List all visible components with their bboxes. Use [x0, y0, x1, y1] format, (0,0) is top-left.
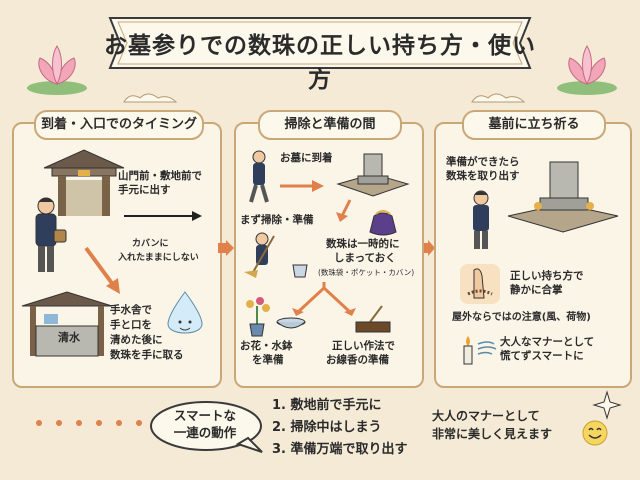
panel-arrow-1-icon	[218, 240, 234, 256]
panel-arrival: 到着・入口でのタイミング	[12, 110, 222, 388]
arrow-to-grave-icon	[280, 180, 324, 192]
lotus-right-icon	[557, 45, 617, 95]
closing-line2: 非常に美しく見えます	[432, 427, 553, 441]
sparkle-icon	[592, 390, 622, 420]
manner-caption-line1: 大人なマナーとして	[500, 336, 595, 348]
temizu-caption-line4: 数珠を手に取る	[110, 349, 184, 361]
praying-person-icon	[473, 190, 489, 249]
temizuya-icon	[21, 291, 113, 357]
clean-caption: まず掃除・準備	[240, 214, 314, 226]
gate-caption-line1: 山門前・敷地前で	[118, 170, 202, 182]
hold-caption-line2: 静かに合掌	[510, 284, 563, 296]
summary-bubble-line2: 一連の動作	[173, 425, 237, 440]
hands-with-beads-icon	[460, 264, 500, 304]
wind-icon	[477, 341, 497, 355]
incense-caption-line2: お線香の準備	[326, 354, 389, 366]
title-banner	[108, 17, 532, 69]
panel-arrival-header: 到着・入口でのタイミング	[34, 110, 204, 140]
split-arrows-icon	[292, 282, 356, 316]
summary-bubble-line1: スマートな	[173, 408, 237, 423]
cloud-left-icon	[123, 93, 178, 103]
summary-step-1: 1. 敷地前で手元に	[272, 398, 382, 413]
panel-arrow-2-icon	[421, 240, 435, 256]
speech-bubble	[150, 401, 263, 453]
flowers-caption-line1: お花・水鉢	[240, 340, 293, 352]
temple-gate-icon	[43, 149, 125, 216]
person-with-bag-icon	[35, 197, 67, 272]
water-drop-character-icon	[167, 291, 203, 334]
hold-caption-line1: 正しい持ち方で	[510, 270, 584, 282]
water-bowl-icon	[276, 317, 306, 329]
store-caption-line2: しまっておく	[334, 252, 396, 264]
closing-line1: 大人のマナーとして	[432, 409, 540, 423]
diagonal-arrow-icon	[84, 246, 120, 294]
temizu-caption-line2: 手と口を	[110, 319, 152, 331]
page-title: お墓参りでの数珠の正しい持ち方・使い方	[104, 33, 536, 93]
store-caption-line3: (数珠袋・ポケット・カバン)	[318, 268, 415, 277]
flowers-caption-line2: を準備	[252, 354, 284, 366]
store-caption-line1: 数珠は一時的に	[326, 238, 400, 250]
walking-person-icon	[249, 150, 269, 203]
incense-icon	[355, 305, 391, 333]
prayer-beads-pouch-icon	[369, 210, 397, 236]
arrive-caption: お墓に到着	[280, 152, 333, 164]
flowers-icon	[246, 297, 270, 337]
cloud-right-icon	[471, 93, 526, 103]
outdoor-caption: 屋外ならではの注意(風、荷物)	[452, 312, 591, 323]
summary-step-2: 2. 掃除中はしまう	[272, 420, 382, 435]
panel-prayer-header: 墓前に立ち祈る	[462, 110, 606, 140]
gate-caption-line2: 手元に出す	[118, 184, 171, 196]
grave-icon	[336, 153, 410, 197]
sweeping-person-icon	[244, 232, 275, 278]
lotus-left-icon	[27, 45, 87, 95]
bag-caption-line2: 入れたままにしない	[118, 253, 199, 263]
summary-step-3: 3. 準備万端で取り出す	[272, 442, 408, 457]
panel-cleaning-header: 掃除と準備の間	[258, 110, 402, 140]
incense-caption-line1: 正しい作法で	[332, 340, 395, 352]
temizu-sign: 清水	[58, 331, 80, 344]
arrow-right-icon	[124, 211, 202, 221]
smile-face-icon	[582, 420, 608, 446]
family-grave-icon	[507, 161, 619, 233]
manner-caption-line2: 慌てずスマートに	[500, 350, 584, 362]
down-arrow-icon	[336, 199, 352, 222]
dot-trail-icon	[36, 420, 142, 426]
candle-icon	[463, 336, 473, 365]
temizu-caption-line1: 手水舎で	[110, 304, 152, 316]
ready-caption-line2: 数珠を取り出す	[446, 170, 520, 182]
temizu-caption-line3: 清めた後に	[110, 334, 163, 346]
ready-caption-line1: 準備ができたら	[446, 156, 520, 168]
bucket-icon	[292, 264, 308, 278]
bag-caption-line1: カバンに	[132, 239, 169, 249]
